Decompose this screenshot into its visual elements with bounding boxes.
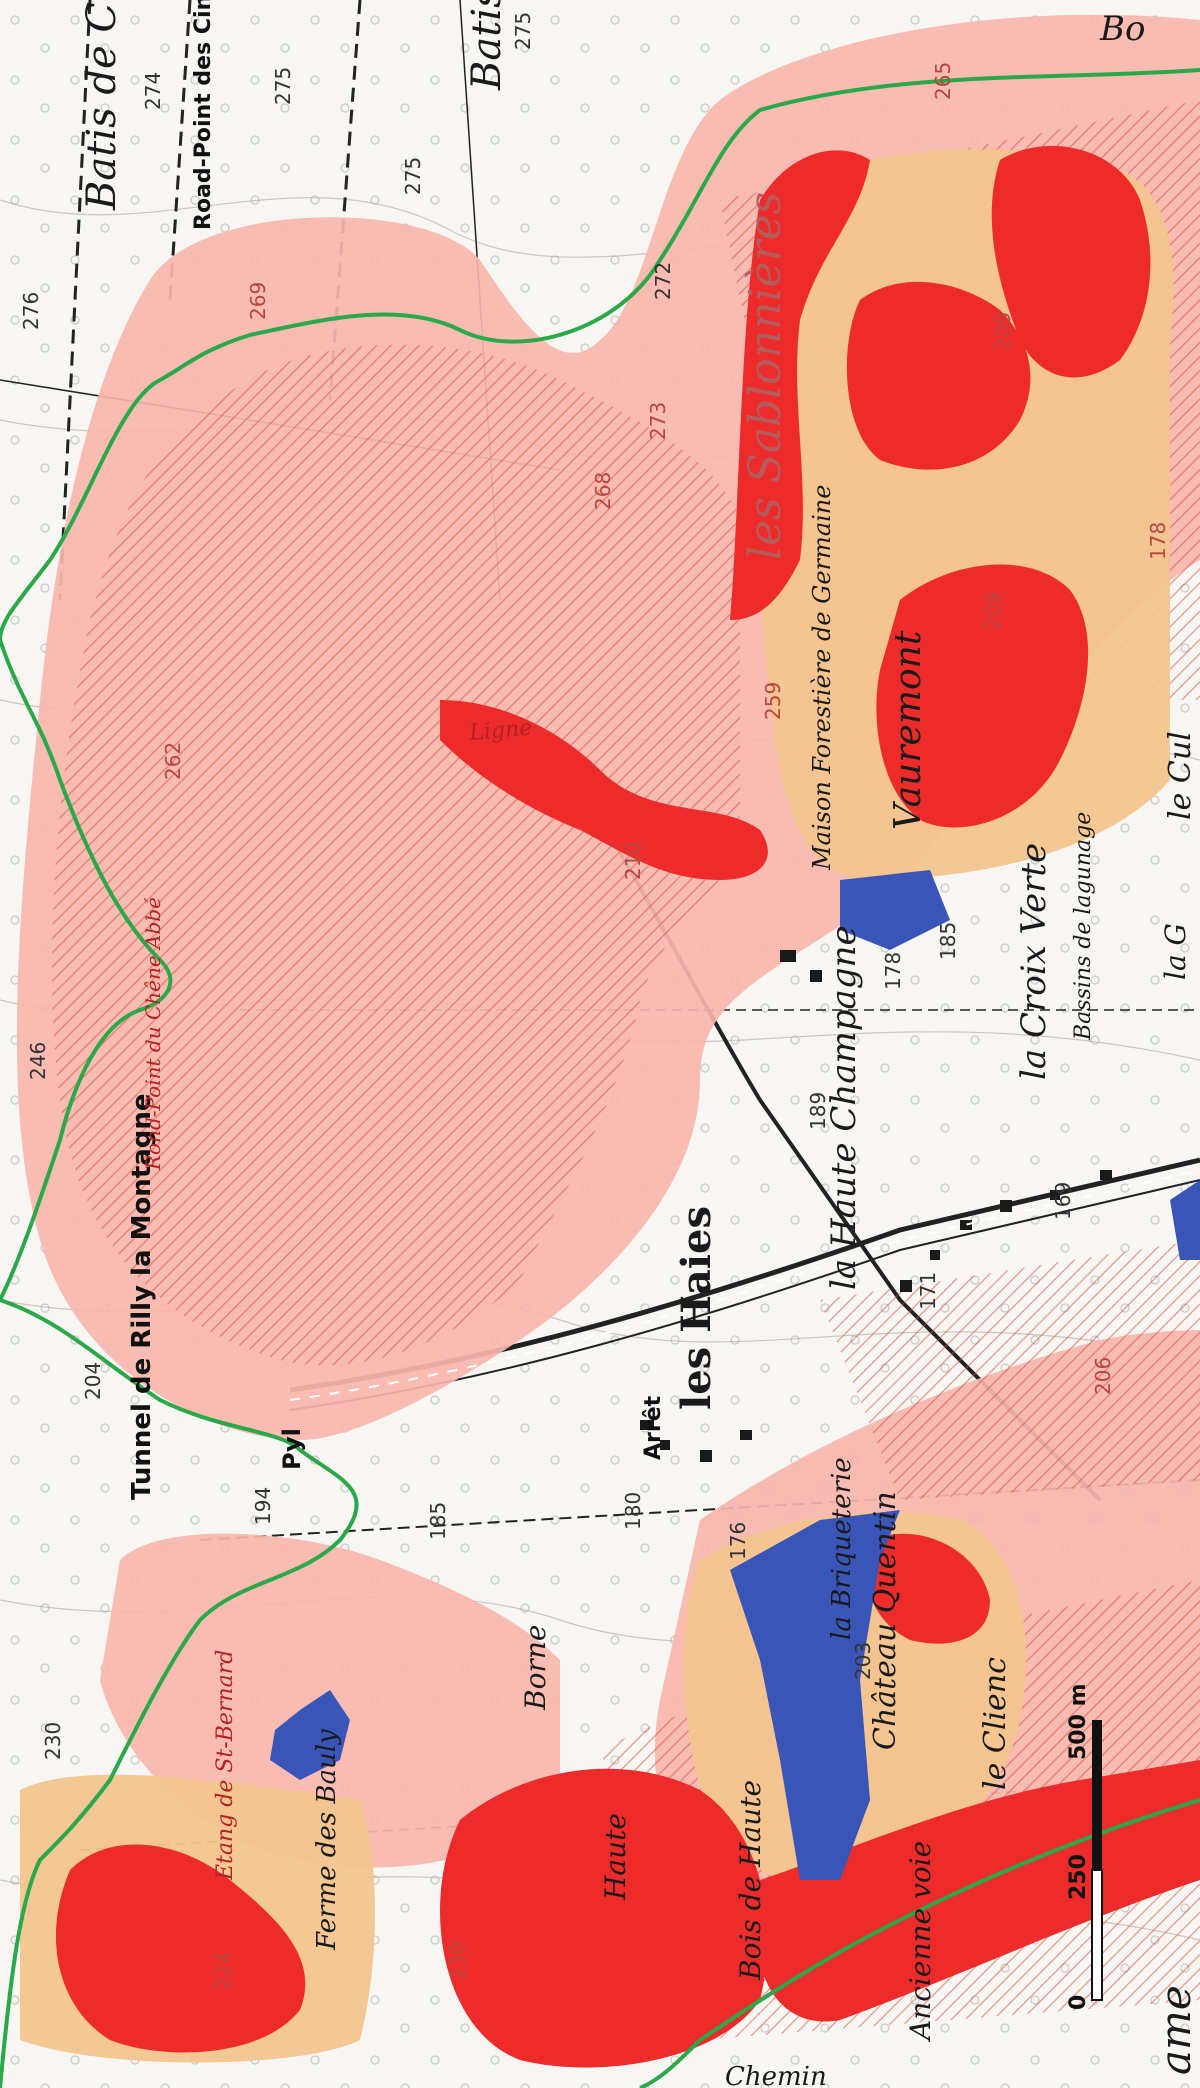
blue-zones [270, 870, 1200, 1880]
buildings [640, 950, 1112, 1462]
elevation-label: 275 [511, 12, 535, 50]
map-labels: Batis de Chis Batis B Road-Point des Cin… [79, 0, 1200, 2088]
elevation-label: 246 [26, 1042, 50, 1080]
label-ancienne-voie: Ancienne voie [904, 1841, 937, 2043]
elevation-label: 272 [651, 262, 675, 300]
label-tunnel: Tunnel de Rilly la Montagne [127, 1093, 157, 1500]
label-chemin: Chemin [725, 2062, 827, 2088]
label-etang: Etang de St-Bernard [213, 1650, 238, 1881]
elevation-label: 185 [936, 922, 960, 960]
label-la-croix-verte: la Croix Verte [1014, 843, 1054, 1080]
label-la-briqueterie: la Briqueterie [827, 1457, 857, 1640]
elevation-labels: 276 274 275 275 275 272 269 265 273 268 … [19, 12, 1170, 1990]
label-bois-de-haute: Bois de Haute [734, 1780, 767, 1981]
label-vauremont: Vauremont [888, 630, 929, 830]
elevation-label: 178 [1146, 522, 1170, 560]
scale-label-250: 250 [1066, 1854, 1091, 1900]
elevation-label: 274 [141, 72, 165, 110]
elevation-label: 276 [19, 292, 43, 330]
label-haute: Haute [599, 1813, 632, 1901]
elevation-label: 275 [271, 67, 295, 105]
label-bo: Bo [1099, 9, 1145, 49]
scale-label-500: 500 m [1066, 1683, 1091, 1760]
label-la-haute-champagne: la Haute Champagne [824, 925, 864, 1290]
label-la-g: la G [1159, 923, 1192, 980]
label-road-point: Road-Point des Cinq Seigneurs [191, 0, 216, 230]
railway-line [289, 1169, 1200, 1401]
elevation-label: 176 [726, 1522, 750, 1560]
scale-bar: 0 250 500 m [1066, 1683, 1103, 2010]
elevation-label: 171 [916, 1272, 940, 1310]
label-ame: ame [1151, 1985, 1200, 2075]
label-ligne: Ligne [467, 716, 533, 746]
elevation-label: 178 [881, 952, 905, 990]
elevation-label: 230 [446, 1942, 470, 1980]
elevation-label: 209 [991, 312, 1015, 350]
label-chateau-quentin: Château Quentin [868, 1491, 903, 1750]
label-borne: Borne [519, 1625, 552, 1711]
label-les-sablonnieres: les Sablonnières [740, 192, 791, 560]
elevation-label: 273 [646, 402, 670, 440]
label-maison-forestiere: Maison Forestière de Germaine [808, 485, 836, 871]
label-ferme-des-bauly: Ferme des Bauly [312, 1729, 342, 1951]
commune-boundary [0, 68, 1200, 2088]
label-rond-point-chene: Rond-Point du Chêne Abbé [141, 897, 165, 1171]
elevation-label: 185 [426, 1502, 450, 1540]
label-le-clienc: le Clienc [978, 1657, 1013, 1790]
elevation-label: 169 [1051, 1182, 1075, 1220]
elevation-label: 259 [761, 682, 785, 720]
elevation-label: 206 [1091, 1357, 1115, 1395]
elevation-label: 180 [621, 1492, 645, 1530]
label-le-cul: le Cul [1163, 731, 1198, 820]
elevation-label: 203 [851, 1642, 875, 1680]
elevation-label: 269 [246, 282, 270, 320]
label-pyl: Pyl [278, 1428, 306, 1470]
elevation-label: 189 [806, 1092, 830, 1130]
elevation-label: 275 [401, 157, 425, 195]
label-batis-de-chis: Batis de Chis [79, 0, 125, 211]
elevation-label: 230 [41, 1722, 65, 1760]
label-les-haies: les Haies [673, 1206, 720, 1410]
elevation-label: 262 [161, 742, 185, 780]
elevation-label: 209 [981, 592, 1005, 630]
elevation-label: 224 [211, 1952, 235, 1990]
label-batis-b: Batis B [464, 0, 510, 91]
label-bassins: Bassins de lagunage [1071, 812, 1096, 1041]
elevation-label: 265 [931, 62, 955, 100]
scale-label-0: 0 [1066, 1995, 1091, 2010]
scale-bar-dark [1092, 1720, 1102, 1870]
elevation-label: 194 [251, 1487, 275, 1525]
elevation-label: 268 [591, 472, 615, 510]
label-arret: Arrêt [641, 1395, 666, 1460]
risk-zone-high [55, 145, 1200, 2068]
elevation-label: 204 [81, 1362, 105, 1400]
scale-bar-light [1091, 1869, 1103, 2001]
elevation-label: 210 [621, 842, 645, 880]
